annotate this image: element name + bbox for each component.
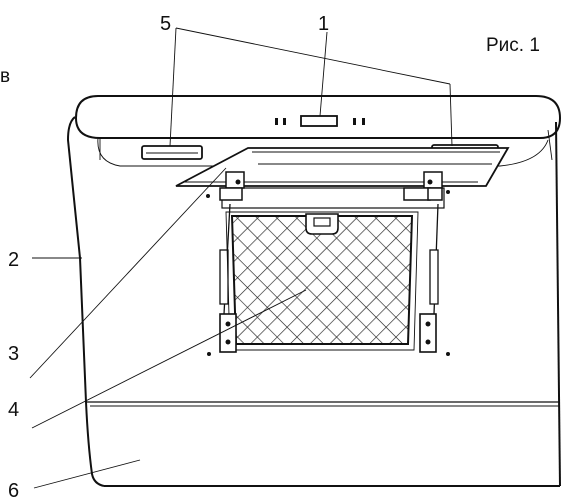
leader-lines [29,27,453,489]
callout-labels: 1 2 3 4 5 6 [8,13,329,502]
edge-text-fragment: в [0,66,10,87]
figure-label: Рис. 1 [486,35,540,56]
callout-6: 6 [8,480,19,502]
grease-filter [225,211,419,351]
callout-4: 4 [8,399,19,421]
lower-brackets [219,313,437,353]
control-buttons [275,115,365,127]
lamp-left [141,145,203,160]
hood-body [66,116,561,487]
callout-5: 5 [160,13,171,35]
callout-1: 1 [318,13,329,35]
filter-frame [206,171,450,356]
callout-2: 2 [8,249,19,271]
callout-3: 3 [8,343,19,365]
